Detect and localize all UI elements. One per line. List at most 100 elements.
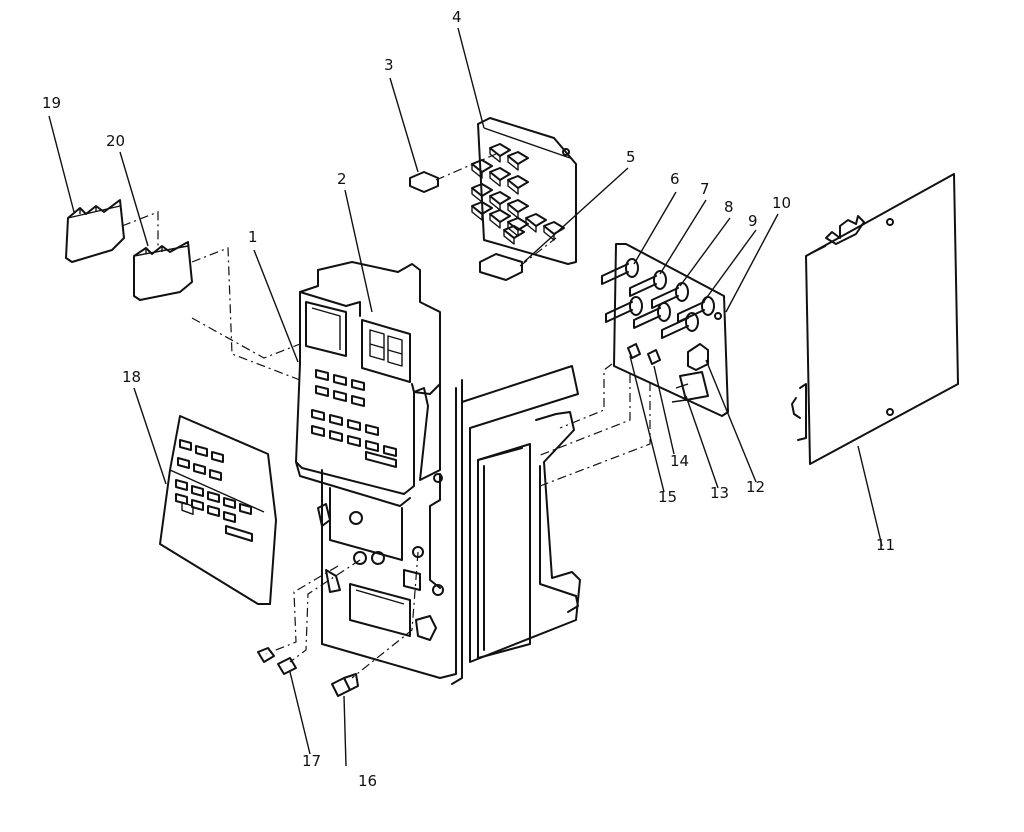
callout-8: 8 <box>724 198 734 216</box>
panel-key <box>315 369 329 381</box>
potentiometer-body <box>629 296 643 316</box>
potentiometer-shaft <box>677 301 705 323</box>
callout-6: 6 <box>670 170 680 188</box>
overlay-key <box>223 497 236 509</box>
callout-17: 17 <box>302 752 322 770</box>
panel-key <box>333 374 347 386</box>
part-16-button <box>331 673 359 697</box>
panel-key <box>315 385 329 397</box>
keypad-key-side <box>471 163 483 179</box>
potentiometer-shaft <box>651 287 679 309</box>
panel-key <box>351 395 365 407</box>
callout-5: 5 <box>626 148 636 166</box>
overlay-key <box>193 463 206 475</box>
alignment-line <box>289 559 361 663</box>
panel-key <box>329 430 343 442</box>
potentiometer-body <box>625 258 639 278</box>
alignment-line <box>191 317 301 359</box>
part-17-knobs <box>257 647 297 675</box>
potentiometer-body <box>701 296 715 316</box>
panel-key <box>311 409 325 421</box>
alignment-line <box>351 551 419 679</box>
callout-13: 13 <box>710 484 730 502</box>
overlay-key <box>179 439 192 451</box>
overlay-key <box>175 479 188 491</box>
overlay-key <box>191 485 204 497</box>
keypad-key-side <box>471 205 483 221</box>
callout-9: 9 <box>748 212 758 230</box>
panel-key-wide <box>365 451 397 468</box>
overlay-key <box>191 499 204 511</box>
alignment-line <box>539 382 651 487</box>
part-19-cap <box>65 199 125 263</box>
part-5-key <box>479 253 523 281</box>
callout-11: 11 <box>876 536 896 554</box>
potentiometer-body <box>685 312 699 332</box>
alignment-line <box>435 153 497 181</box>
panel-key <box>333 390 347 402</box>
alignment-line <box>519 237 557 267</box>
panel-key <box>365 440 379 452</box>
overlay-key <box>239 503 252 515</box>
overlay-key <box>175 493 188 505</box>
part-4-keypad-board <box>477 117 577 265</box>
panel-key <box>347 435 361 447</box>
potentiometer-body <box>657 302 671 322</box>
panel-key <box>365 424 379 436</box>
potentiometer-shaft <box>633 307 661 329</box>
panel-key <box>311 425 325 437</box>
callout-18: 18 <box>122 368 142 386</box>
callout-15: 15 <box>658 488 678 506</box>
keypad-key-side <box>503 229 515 245</box>
overlay-keys <box>175 439 253 542</box>
leader-lines <box>48 27 883 767</box>
callout-2: 2 <box>337 170 347 188</box>
housing-keys <box>311 369 397 468</box>
potentiometer-body <box>675 282 689 302</box>
alignment-line <box>121 211 159 246</box>
callout-4: 4 <box>452 8 462 26</box>
potentiometer-shaft <box>661 317 689 339</box>
keypad-key-side <box>525 217 537 233</box>
alignment-line <box>191 247 301 381</box>
part-20-cap <box>133 241 193 301</box>
alignment-line <box>265 565 339 655</box>
overlay-key <box>223 511 236 523</box>
keypad-keys <box>471 143 565 245</box>
callout-20: 20 <box>106 132 126 150</box>
callout-10: 10 <box>772 194 792 212</box>
overlay-key <box>209 469 222 481</box>
potentiometer-shaft <box>629 275 657 297</box>
keypad-key-side <box>507 155 519 171</box>
overlay-key <box>207 505 220 517</box>
panel-key <box>347 419 361 431</box>
callout-16: 16 <box>358 772 378 790</box>
overlay-key <box>207 491 220 503</box>
potentiometers <box>601 258 715 339</box>
callout-14: 14 <box>670 452 690 470</box>
chassis-frame <box>451 365 581 685</box>
alignment-line <box>537 374 631 457</box>
overlay-key <box>195 445 208 457</box>
potentiometer-body <box>653 270 667 290</box>
callout-3: 3 <box>384 56 394 74</box>
part-11-cover <box>791 173 959 465</box>
callout-7: 7 <box>700 180 710 198</box>
part-1-housing <box>295 261 457 679</box>
callout-1: 1 <box>248 228 258 246</box>
callout-12: 12 <box>746 478 766 496</box>
panel-key <box>329 414 343 426</box>
overlay-key <box>177 457 190 469</box>
keypad-key-side <box>489 147 501 163</box>
alignment-line <box>559 363 613 429</box>
part-3-key <box>409 171 439 193</box>
potentiometer-shaft <box>605 301 633 323</box>
keypad-key-side <box>507 179 519 195</box>
panel-key <box>351 379 365 391</box>
keypad-key-side <box>489 171 501 187</box>
callout-19: 19 <box>42 94 62 112</box>
keypad-key-side <box>489 213 501 229</box>
potentiometer-shaft <box>601 263 629 285</box>
